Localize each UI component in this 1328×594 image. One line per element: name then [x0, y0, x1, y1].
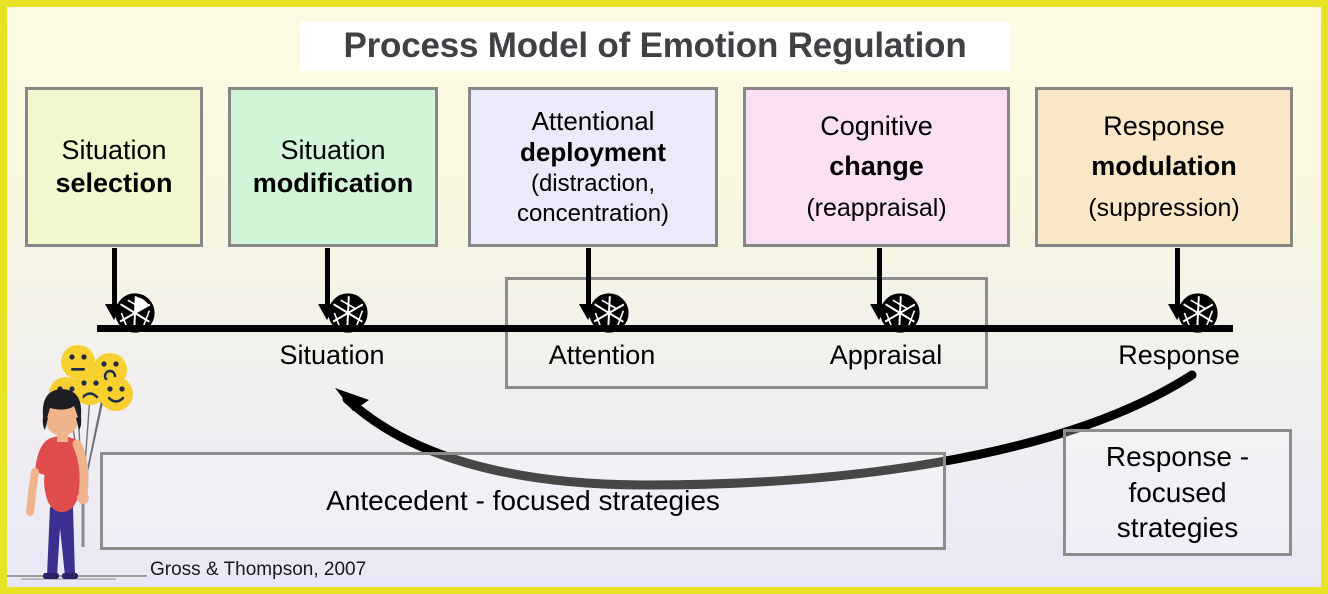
strategy-line-2: selection	[55, 168, 173, 198]
response-focused-line-3: strategies	[1116, 512, 1239, 544]
stage-label-attention: Attention	[548, 340, 656, 370]
strategy-line-1: Situation	[61, 134, 167, 165]
strategy-line-2: change	[829, 150, 924, 181]
stage-label-appraisal: Appraisal	[829, 340, 943, 370]
stage-label-response: Response	[1118, 340, 1240, 370]
aperture-icon-situation	[115, 293, 155, 338]
strategy-line-1: Attentional	[531, 105, 655, 136]
strategy-line-1: Response	[1103, 111, 1225, 142]
title-band: Process Model of Emotion Regulation	[300, 21, 1010, 71]
attention-appraisal-group-rect	[505, 277, 988, 389]
response-focused-line-1: Response -	[1105, 440, 1250, 472]
timeline-axis	[97, 325, 1233, 332]
strategy-line-3: (reappraisal)	[806, 193, 947, 222]
woman-with-emoji-balloons-illustration	[21, 332, 151, 584]
strategy-line-2: modulation	[1091, 150, 1237, 181]
antecedent-focused-strategies-box[interactable]: Antecedent - focused strategies	[100, 452, 946, 550]
page-title: Process Model of Emotion Regulation	[343, 26, 967, 65]
strategy-line-4: concentration)	[516, 199, 670, 227]
strategy-box-attentional-deployment[interactable]: Attentional deployment (distraction, con…	[468, 87, 718, 247]
strategy-line-2: modification	[252, 168, 414, 198]
strategy-line-1: Cognitive	[820, 111, 933, 142]
feedback-loop-arrow-icon	[335, 370, 1197, 490]
balloon-neutral-face	[61, 345, 95, 379]
slide-canvas: Process Model of Emotion Regulation Situ…	[7, 7, 1321, 587]
balloon-happy-face	[99, 377, 133, 411]
response-focused-strategies-box[interactable]: Response - focused strategies	[1063, 429, 1292, 556]
stage-label-situation: Situation	[279, 340, 385, 370]
strategy-box-response-modulation[interactable]: Response modulation (suppression)	[1035, 87, 1293, 247]
strategy-line-3: (distraction,	[530, 170, 656, 198]
response-focused-line-2: focused	[1128, 476, 1227, 508]
strategy-line-2: deployment	[520, 137, 666, 168]
citation-text: Gross & Thompson, 2007	[150, 559, 367, 580]
strategy-box-situation-selection[interactable]: Situation selection	[25, 87, 203, 247]
aperture-icon-appraisal	[880, 293, 920, 338]
antecedent-focused-strategies-label: Antecedent - focused strategies	[326, 485, 720, 517]
strategy-box-cognitive-change[interactable]: Cognitive change (reappraisal)	[743, 87, 1010, 247]
aperture-icon-response	[1178, 293, 1218, 338]
strategy-line-1: Situation	[280, 134, 386, 165]
strategy-box-situation-modification[interactable]: Situation modification	[228, 87, 438, 247]
strategy-line-3: (suppression)	[1088, 193, 1240, 222]
